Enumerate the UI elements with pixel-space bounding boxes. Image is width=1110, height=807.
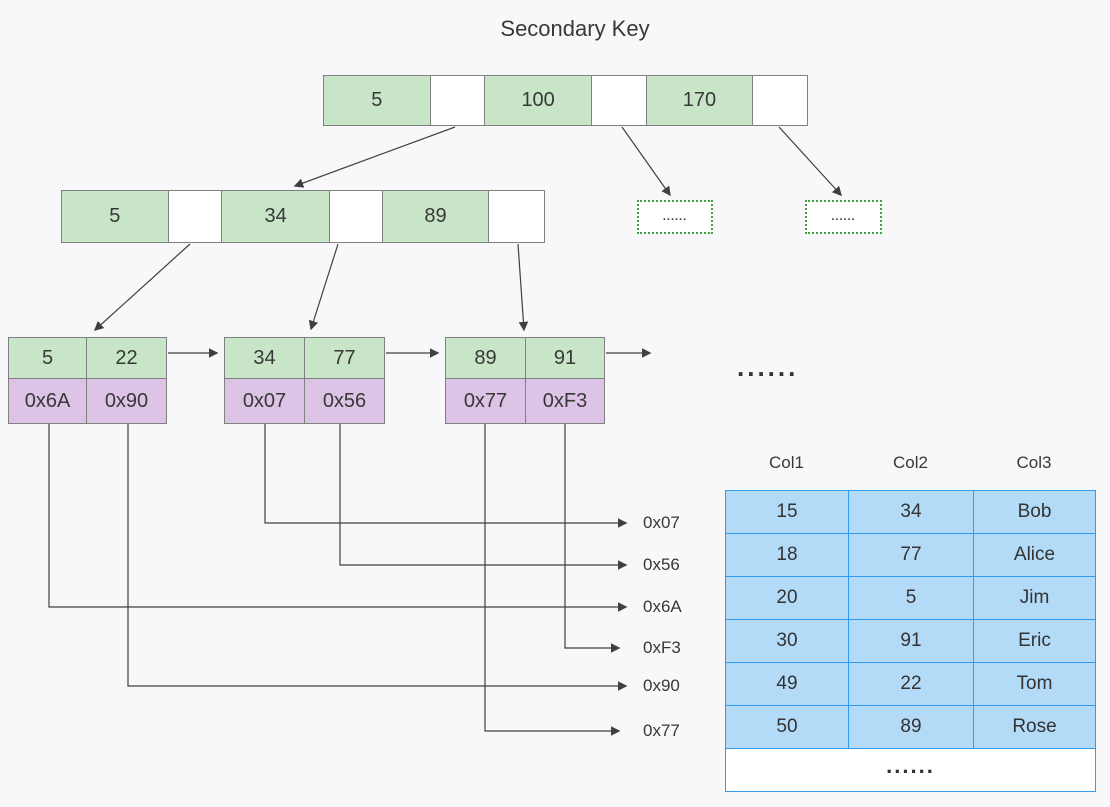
- internal-pointer-cell: [168, 191, 223, 242]
- internal-key-cell: 34: [222, 191, 330, 242]
- arrow-internal-to-leaf-2: [308, 243, 339, 331]
- pointer-address-label: 0x90: [643, 676, 680, 695]
- table-column-header: Col3: [1016, 453, 1052, 472]
- table-cell: 77: [848, 533, 974, 577]
- table-row: 49 22 Tom: [725, 662, 1096, 706]
- table-ellipsis-text: ......: [886, 753, 935, 778]
- pointer-line-0x77: [484, 423, 621, 736]
- table-cell: 50: [725, 705, 849, 749]
- internal-pointer-cell: [329, 191, 383, 242]
- table-cell: 91: [848, 619, 974, 663]
- table-cell: 49: [725, 662, 849, 706]
- leaf-node-1: 5 22 0x6A 0x90: [8, 337, 167, 424]
- arrow-root-to-ellipsis-node-2: [778, 126, 842, 197]
- leaf-key-cell: 77: [305, 338, 384, 379]
- leaf-node-2: 34 77 0x07 0x56: [224, 337, 385, 424]
- internal-key-cell: 89: [382, 191, 490, 242]
- table-cell: Tom: [973, 662, 1096, 706]
- diagram-title: Secondary Key: [500, 16, 650, 41]
- leaf-key-cell: 22: [87, 338, 166, 379]
- leaf-pointer-cell: 0x77: [446, 379, 526, 423]
- collapsed-subtree-box: ......: [637, 200, 713, 234]
- leaf-pointer-cell: 0x90: [87, 379, 166, 423]
- leaf-key-cell: 89: [446, 338, 526, 379]
- root-key-cell: 5: [324, 76, 431, 125]
- table-row: 18 77 Alice: [725, 533, 1096, 577]
- internal-node: 5 34 89: [61, 190, 545, 243]
- table-row: 15 34 Bob: [725, 490, 1096, 534]
- table-cell: 20: [725, 576, 849, 620]
- table-row: 20 5 Jim: [725, 576, 1096, 620]
- leaf-node-3: 89 91 0x77 0xF3: [445, 337, 605, 424]
- leaf-pointer-cell: 0xF3: [526, 379, 604, 423]
- table-row: 30 91 Eric: [725, 619, 1096, 663]
- table-cell: Alice: [973, 533, 1096, 577]
- leaf-pointer-cell: 0x56: [305, 379, 384, 423]
- table-column-header: Col1: [769, 453, 804, 472]
- pointer-address-label: 0x07: [643, 513, 680, 532]
- arrow-internal-to-leaf-3: [517, 243, 529, 332]
- pointer-line-0x56: [339, 423, 628, 570]
- root-pointer-cell: [430, 76, 486, 125]
- table-ellipsis-cell: ......: [725, 748, 1096, 792]
- leaf-chain-ellipsis: ......: [737, 352, 799, 382]
- pointer-line-0x6A: [48, 423, 628, 612]
- pointer-address-label: 0x6A: [643, 597, 682, 616]
- collapsed-subtree-box: ......: [805, 200, 882, 234]
- table-cell: Jim: [973, 576, 1096, 620]
- root-key-cell: 100: [485, 76, 592, 125]
- table-cell: Rose: [973, 705, 1096, 749]
- pointer-address-label: 0x77: [643, 721, 680, 740]
- table-cell: Bob: [973, 490, 1096, 534]
- table-cell: 22: [848, 662, 974, 706]
- leaf-key-cell: 91: [526, 338, 604, 379]
- pointer-address-label: 0x56: [643, 555, 680, 574]
- table-cell: 15: [725, 490, 849, 534]
- table-cell: 34: [848, 490, 974, 534]
- pointer-line-0x07: [264, 423, 628, 528]
- table-cell: 89: [848, 705, 974, 749]
- leaf-key-cell: 34: [225, 338, 305, 379]
- root-pointer-cell: [753, 76, 808, 125]
- arrow-root-to-internal: [293, 126, 456, 188]
- arrow-internal-to-leaf-1: [93, 243, 191, 331]
- table-ellipsis-row: ......: [725, 748, 1096, 792]
- table-cell: 30: [725, 619, 849, 663]
- root-pointer-cell: [591, 76, 647, 125]
- internal-key-cell: 5: [62, 191, 169, 242]
- table-column-header: Col2: [893, 453, 928, 472]
- pointer-line-0xF3: [564, 423, 621, 653]
- root-key-cell: 170: [646, 76, 754, 125]
- table-cell: 18: [725, 533, 849, 577]
- leaf-pointer-cell: 0x6A: [9, 379, 87, 423]
- leaf-key-cell: 5: [9, 338, 87, 379]
- table-cell: 5: [848, 576, 974, 620]
- pointer-address-label: 0xF3: [643, 638, 681, 657]
- heap-data-table: 15 34 Bob 18 77 Alice 20 5 Jim 30 91 Eri…: [725, 490, 1096, 792]
- pointer-line-0x90: [127, 423, 628, 691]
- internal-pointer-cell: [489, 191, 544, 242]
- arrow-root-to-ellipsis-node-1: [621, 126, 671, 197]
- table-cell: Eric: [973, 619, 1096, 663]
- leaf-pointer-cell: 0x07: [225, 379, 305, 423]
- root-node: 5 100 170: [323, 75, 808, 126]
- table-row: 50 89 Rose: [725, 705, 1096, 749]
